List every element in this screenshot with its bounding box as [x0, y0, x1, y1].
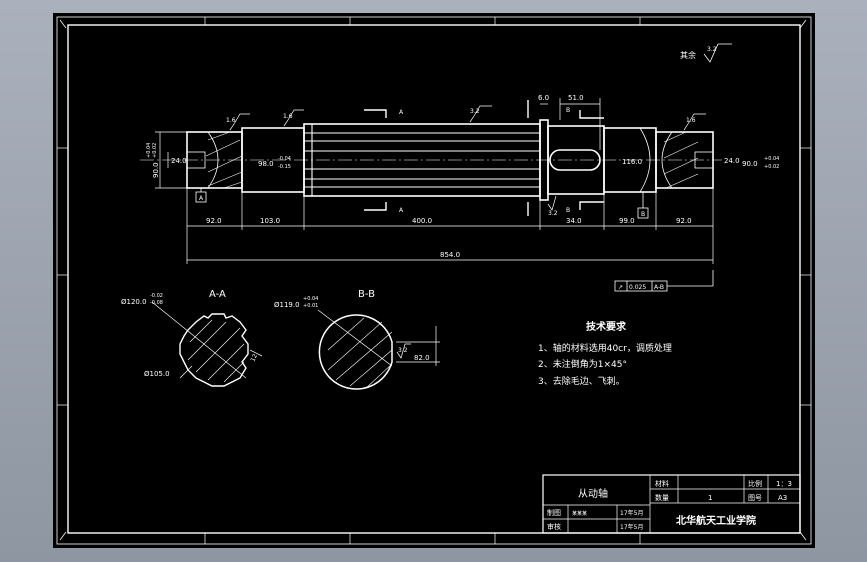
len-5: 99.0	[619, 217, 635, 225]
tech-req-item-2: 2、未注倒角为1×45°	[538, 358, 627, 370]
tech-req-title: 技术要求	[586, 320, 627, 333]
drawn-date: 17年5月	[620, 509, 643, 517]
right-hatch	[663, 131, 699, 189]
left-center-hole	[186, 151, 206, 169]
dim-d1: 24.0	[171, 157, 187, 165]
dim-d4-tol-low: +0.02	[764, 164, 779, 170]
bb-dia-tol-up: +0.04	[303, 296, 318, 302]
len-3: 400.0	[412, 217, 432, 225]
bb-rough: 3.2	[398, 347, 408, 354]
dim-d1-tol-low: +0.02	[152, 143, 158, 158]
aa-outer-dia: Ø120.0	[121, 298, 147, 306]
right-center-hole	[694, 151, 714, 169]
tech-req-item-3: 3、去除毛边、飞刺。	[538, 375, 625, 387]
section-aa: A-A Ø120.0 -0.02 -0.08 Ø105.0 12	[121, 289, 263, 387]
dim-d4-main: 90.0	[742, 160, 758, 168]
len-2: 103.0	[260, 217, 280, 225]
dim-d2-main: 98.0	[258, 160, 274, 168]
section-mark-b-top: B	[566, 107, 570, 114]
part-name: 从动轴	[578, 487, 608, 500]
scale-value: 1：3	[776, 480, 792, 488]
svg-text:0.025: 0.025	[629, 284, 646, 291]
section-aa-title: A-A	[209, 289, 226, 300]
top-dim-lines	[540, 98, 601, 150]
material-label: 材料	[655, 479, 669, 488]
checked-label: 审核	[547, 522, 561, 531]
title-block: 从动轴 材料 数量 1 比例 1：3 图号 A3 制图 某某某 17年5月 审核…	[542, 474, 801, 534]
rough-1: 1.6	[226, 117, 236, 124]
dim-key-width: 6.0	[538, 94, 549, 102]
rough-2: 1.6	[283, 113, 293, 120]
length-dim-lines	[186, 188, 714, 264]
inner-frame	[67, 24, 801, 534]
zone-ticks	[57, 17, 811, 544]
section-cut-marks	[364, 100, 604, 216]
svg-text:A-B: A-B	[654, 284, 664, 291]
len-1: 92.0	[206, 217, 222, 225]
datum-a-label: A	[199, 195, 204, 202]
sheet-background	[53, 13, 815, 548]
len-6: 92.0	[676, 217, 692, 225]
section-mark-a-top: A	[399, 109, 404, 116]
corner-marks	[59, 19, 807, 541]
dim-d1-tol-up: +0.04	[146, 143, 152, 158]
left-hatch	[205, 131, 243, 189]
svg-text:3.2: 3.2	[707, 46, 717, 53]
bb-depth: 82.0	[414, 354, 430, 362]
dim-d1-main: 90.0	[152, 162, 160, 178]
svg-text:其余: 其余	[680, 50, 696, 60]
section-mark-a-bottom: A	[399, 207, 404, 214]
school-name: 北华航天工业学院	[676, 514, 756, 527]
runout-tolerance-frame: ↗ 0.025 A-B	[614, 270, 714, 292]
dim-d2-tol-low: -0.15	[278, 164, 291, 170]
tech-req-item-1: 1、轴的材料选用40cr，调质处理	[538, 342, 672, 354]
section-bb-title: B-B	[358, 289, 375, 300]
dim-d2-tol-up: -0.04	[278, 156, 291, 162]
dim-d4: 24.0	[724, 157, 740, 165]
quantity-label: 数量	[655, 493, 669, 502]
len-total: 854.0	[440, 251, 460, 259]
section-bb: B-B Ø119.0 +0.04 +0.01 3.2 82.0	[274, 289, 440, 390]
bb-dia: Ø119.0	[274, 301, 300, 309]
drawing-no-value: A3	[778, 494, 787, 502]
checked-date: 17年5月	[620, 523, 643, 531]
outer-border	[56, 16, 812, 545]
keyway-slot	[549, 149, 601, 171]
aa-inner-dia: Ø105.0	[144, 370, 170, 378]
datum-b-label: B	[641, 211, 645, 218]
drawn-name: 某某某	[572, 511, 587, 517]
dim-key-length: 51.0	[568, 94, 584, 102]
aa-outer-tol-low: -0.08	[150, 300, 163, 306]
spline-lines	[304, 124, 540, 196]
technical-requirements: 技术要求 1、轴的材料选用40cr，调质处理 2、未注倒角为1×45° 3、去除…	[538, 320, 672, 387]
scale-label: 比例	[748, 479, 762, 488]
roughness-marks	[229, 105, 706, 211]
dim-d4-tol-up: +0.04	[764, 156, 779, 162]
drawn-label: 制图	[547, 508, 561, 517]
rough-3: 3.2	[470, 108, 480, 115]
aa-key: 12	[249, 353, 259, 363]
section-mark-b-bottom: B	[566, 207, 570, 214]
roughness-general: 其余 3.2	[680, 43, 732, 63]
dim-d3: 116.0	[622, 158, 642, 166]
rough-5: 3.2	[548, 210, 558, 217]
svg-text:↗: ↗	[618, 284, 623, 291]
rough-4: 1.6	[686, 117, 696, 124]
shaft-main-view	[140, 119, 722, 201]
bb-dia-tol-low: +0.01	[303, 303, 318, 309]
aa-outer-tol-up: -0.02	[150, 293, 163, 299]
quantity-value: 1	[708, 494, 712, 502]
len-4: 34.0	[566, 217, 582, 225]
drawing-no-label: 图号	[748, 494, 762, 502]
left-dia-lines	[155, 131, 187, 189]
